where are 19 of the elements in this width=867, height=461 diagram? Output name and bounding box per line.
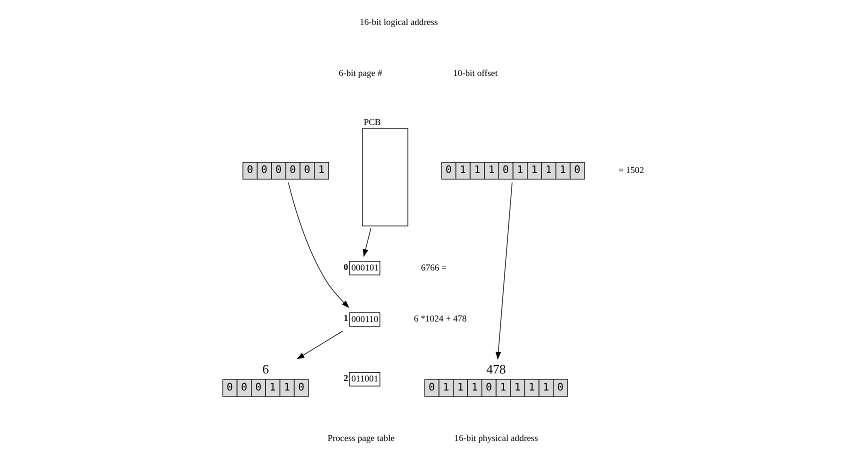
node-label: 0 bbox=[344, 262, 348, 272]
label: 16-bit logical address bbox=[360, 16, 438, 27]
label: 6766 = bbox=[421, 262, 447, 272]
node-label: PCB bbox=[364, 116, 381, 127]
node-label: 2 bbox=[344, 372, 348, 383]
node-label: 1 bbox=[344, 313, 348, 324]
node-box bbox=[362, 128, 408, 226]
label: 10-bit offset bbox=[453, 68, 498, 78]
node-label: 478 bbox=[486, 362, 506, 377]
label: 6-bit page # bbox=[338, 68, 382, 78]
node-label: 6 bbox=[262, 362, 269, 377]
arrow bbox=[288, 182, 350, 308]
label: Process page table bbox=[328, 433, 395, 444]
arrow bbox=[362, 228, 372, 258]
arrow bbox=[296, 330, 344, 360]
arrow bbox=[496, 182, 512, 360]
label: 6 *1024 + 478 bbox=[414, 314, 467, 324]
label: 16-bit physical address bbox=[454, 433, 538, 444]
label: = 1502 bbox=[618, 165, 644, 176]
